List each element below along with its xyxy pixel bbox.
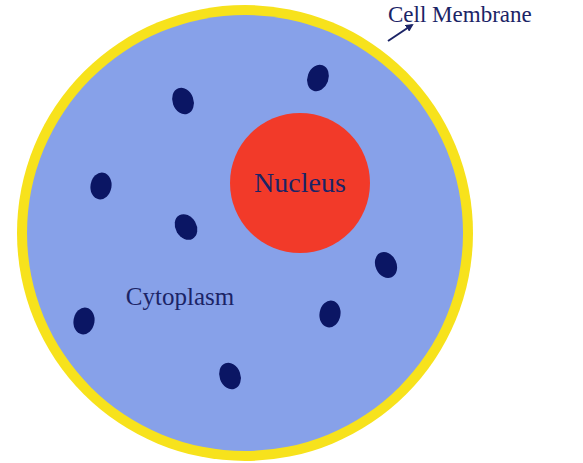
cell-outline: [13, 5, 477, 461]
organelle-dot: [169, 85, 198, 118]
cell-body: Cytoplasm Nucleus: [13, 5, 477, 461]
nucleus-circle: Nucleus: [230, 113, 370, 253]
organelle-dot: [216, 360, 245, 393]
organelle-dot: [371, 248, 401, 281]
organelle-dot: [304, 62, 333, 95]
organelle-dot: [71, 306, 96, 336]
region-label: Cytoplasm: [126, 283, 234, 311]
part-label: Cell Membrane: [388, 2, 532, 28]
organelle-dot: [317, 299, 342, 329]
organelle-dot: [88, 171, 113, 201]
nucleus-label: Nucleus: [254, 167, 346, 199]
organelle-dot: [170, 210, 202, 244]
